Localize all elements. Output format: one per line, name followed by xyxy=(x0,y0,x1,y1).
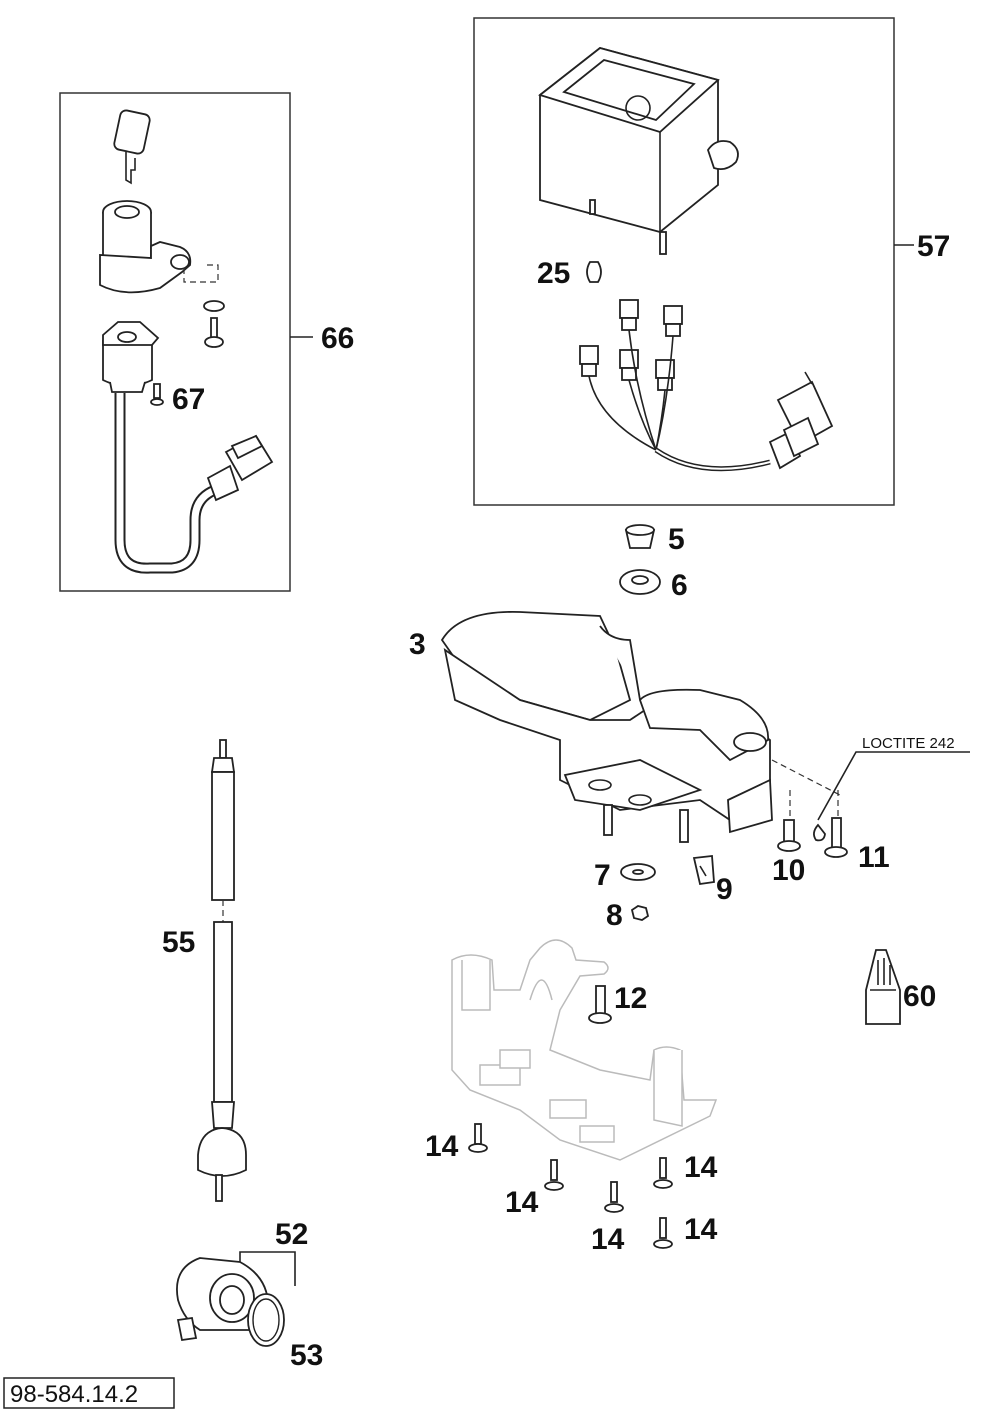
part-label-25: 25 xyxy=(537,257,570,290)
part-label-67: 67 xyxy=(172,383,205,416)
screw-14e xyxy=(653,1217,673,1249)
washer-7 xyxy=(620,863,656,881)
part-label-14c: 14 xyxy=(505,1186,539,1219)
instrument-connector xyxy=(768,371,834,470)
loctite-note: LOCTITE 242 xyxy=(862,735,955,752)
bulb-socket-4 xyxy=(619,349,639,381)
part-label-52: 52 xyxy=(275,1218,308,1251)
part-label-11: 11 xyxy=(858,841,890,874)
part-label-55: 55 xyxy=(162,926,195,959)
retaining-ring xyxy=(247,1293,285,1347)
part-label-12: 12 xyxy=(614,982,647,1015)
lower-holder xyxy=(451,939,718,1161)
screw-11 xyxy=(824,817,848,858)
wiring-harness xyxy=(588,329,771,472)
part-label-7: 7 xyxy=(594,859,611,892)
document-number: 98-584.14.2 xyxy=(10,1381,138,1408)
part-label-66: 66 xyxy=(321,322,354,355)
part-label-14d: 14 xyxy=(591,1223,625,1256)
grommet xyxy=(624,524,656,549)
rubber-grommet xyxy=(619,569,661,595)
ignition-cable xyxy=(114,393,218,574)
screw-14d xyxy=(604,1181,624,1213)
ignition-group-frame xyxy=(59,92,291,592)
part-label-14b: 14 xyxy=(684,1151,718,1184)
document-number-box xyxy=(3,1377,175,1409)
bulb-socket-5 xyxy=(655,359,675,391)
part-label-6: 6 xyxy=(671,569,688,602)
bulb xyxy=(586,261,602,283)
part-label-57: 57 xyxy=(917,230,950,263)
small-screw xyxy=(150,383,164,406)
screw-12 xyxy=(588,985,612,1024)
part-label-60: 60 xyxy=(903,980,936,1013)
screw xyxy=(204,317,224,348)
speedometer-cable xyxy=(197,739,247,1202)
loctite-drop xyxy=(813,823,826,842)
part-label-5: 5 xyxy=(668,523,685,556)
screw-10 xyxy=(777,819,801,852)
part-label-8: 8 xyxy=(606,899,623,932)
part-label-53: 53 xyxy=(290,1339,323,1372)
nut-8 xyxy=(630,905,650,921)
screw-14a xyxy=(468,1123,488,1153)
screw-14c xyxy=(653,1157,673,1189)
part-label-3: 3 xyxy=(409,628,426,661)
washer xyxy=(203,300,225,312)
ignition-connector xyxy=(206,434,274,502)
instrument-group xyxy=(473,17,914,506)
ignition-key xyxy=(113,109,151,185)
screw-14b xyxy=(544,1159,564,1191)
ignition-lock-housing xyxy=(99,200,192,294)
speedometer-drive xyxy=(176,1257,269,1342)
clip-9 xyxy=(692,855,715,886)
bulb-socket-1 xyxy=(619,299,639,331)
part-label-9: 9 xyxy=(716,873,733,906)
part-label-14a: 14 xyxy=(425,1130,459,1163)
part-label-10: 10 xyxy=(772,854,805,887)
instrument-group-frame xyxy=(473,17,895,506)
loctite-bottle xyxy=(865,949,901,1025)
part-label-14e: 14 xyxy=(684,1213,718,1246)
instrument-bracket xyxy=(440,611,773,843)
ignition-switch-body xyxy=(102,321,160,393)
bulb-socket-2 xyxy=(663,305,683,337)
bulb-socket-3 xyxy=(579,345,599,377)
instrument-housing xyxy=(538,47,739,255)
ignition-switch-group xyxy=(59,92,313,592)
